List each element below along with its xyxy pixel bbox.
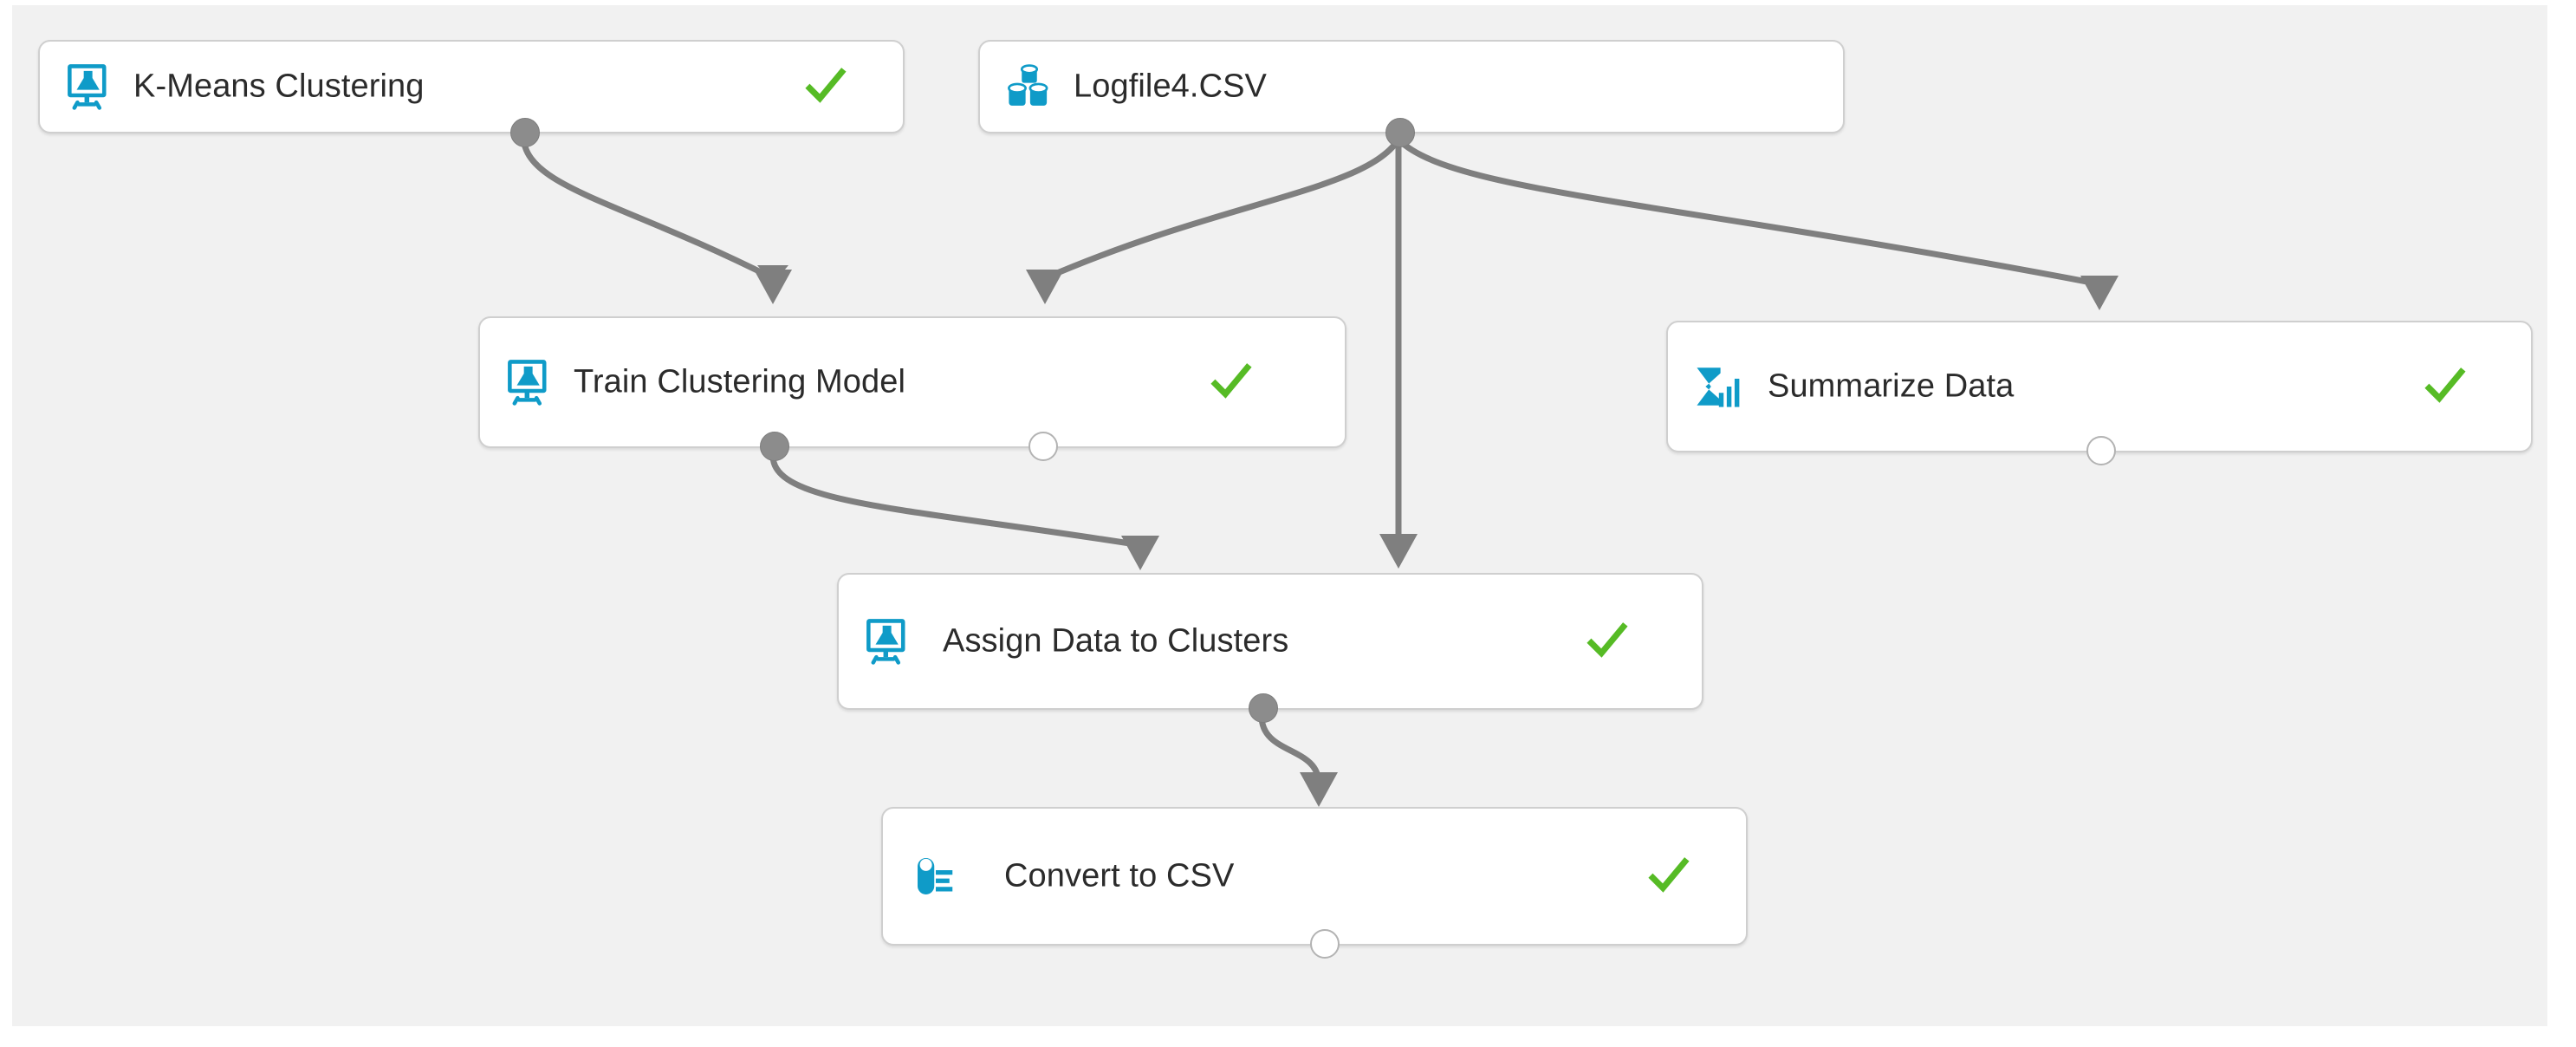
dataset-cylinders-icon xyxy=(1002,60,1056,114)
module-label: Assign Data to Clusters xyxy=(943,622,1289,660)
module-node-logfile4-csv[interactable]: Logfile4.CSV xyxy=(978,40,1845,147)
output-port[interactable] xyxy=(1310,929,1340,959)
check-icon xyxy=(1584,618,1631,665)
check-icon xyxy=(802,63,849,110)
experiment-canvas[interactable]: K-Means Clustering Logfile4.CSV xyxy=(12,5,2547,1026)
check-icon xyxy=(1645,853,1692,900)
output-port-model[interactable] xyxy=(760,432,789,461)
output-port[interactable] xyxy=(1249,693,1278,723)
output-port[interactable] xyxy=(2086,436,2116,465)
module-label: Summarize Data xyxy=(1768,367,2015,405)
experiment-flask-monitor-icon xyxy=(503,355,556,409)
module-node-summarize-data[interactable]: Summarize Data xyxy=(1666,321,2533,465)
edge-kmeans-to-train xyxy=(520,132,792,304)
module-label: Train Clustering Model xyxy=(574,363,906,400)
experiment-flask-monitor-icon xyxy=(62,60,116,114)
module-label: K-Means Clustering xyxy=(133,68,425,105)
edge-assign-to-convert xyxy=(1258,712,1338,807)
module-node-train-clustering-model[interactable]: Train Clustering Model xyxy=(478,316,1346,461)
module-node-k-means-clustering[interactable]: K-Means Clustering xyxy=(38,40,905,147)
check-icon xyxy=(1208,359,1255,406)
edge-train-to-assign xyxy=(769,452,1159,570)
edge-logfile-to-train xyxy=(1026,136,1402,304)
output-port[interactable] xyxy=(1385,118,1415,147)
experiment-flask-monitor-icon xyxy=(861,615,915,668)
csv-cylinder-lines-icon xyxy=(909,849,963,903)
module-node-convert-to-csv[interactable]: Convert to CSV xyxy=(881,807,1748,959)
check-icon xyxy=(2422,363,2469,410)
module-node-assign-data-to-clusters[interactable]: Assign Data to Clusters xyxy=(837,573,1703,723)
edge-logfile-to-summarize xyxy=(1395,136,2119,310)
output-port-results[interactable] xyxy=(1028,432,1058,461)
sigma-bar-chart-icon xyxy=(1690,360,1744,413)
output-port[interactable] xyxy=(510,118,540,147)
module-label: Convert to CSV xyxy=(1004,857,1235,894)
module-label: Logfile4.CSV xyxy=(1074,68,1268,105)
edge-logfile-to-assign xyxy=(1379,139,1418,569)
